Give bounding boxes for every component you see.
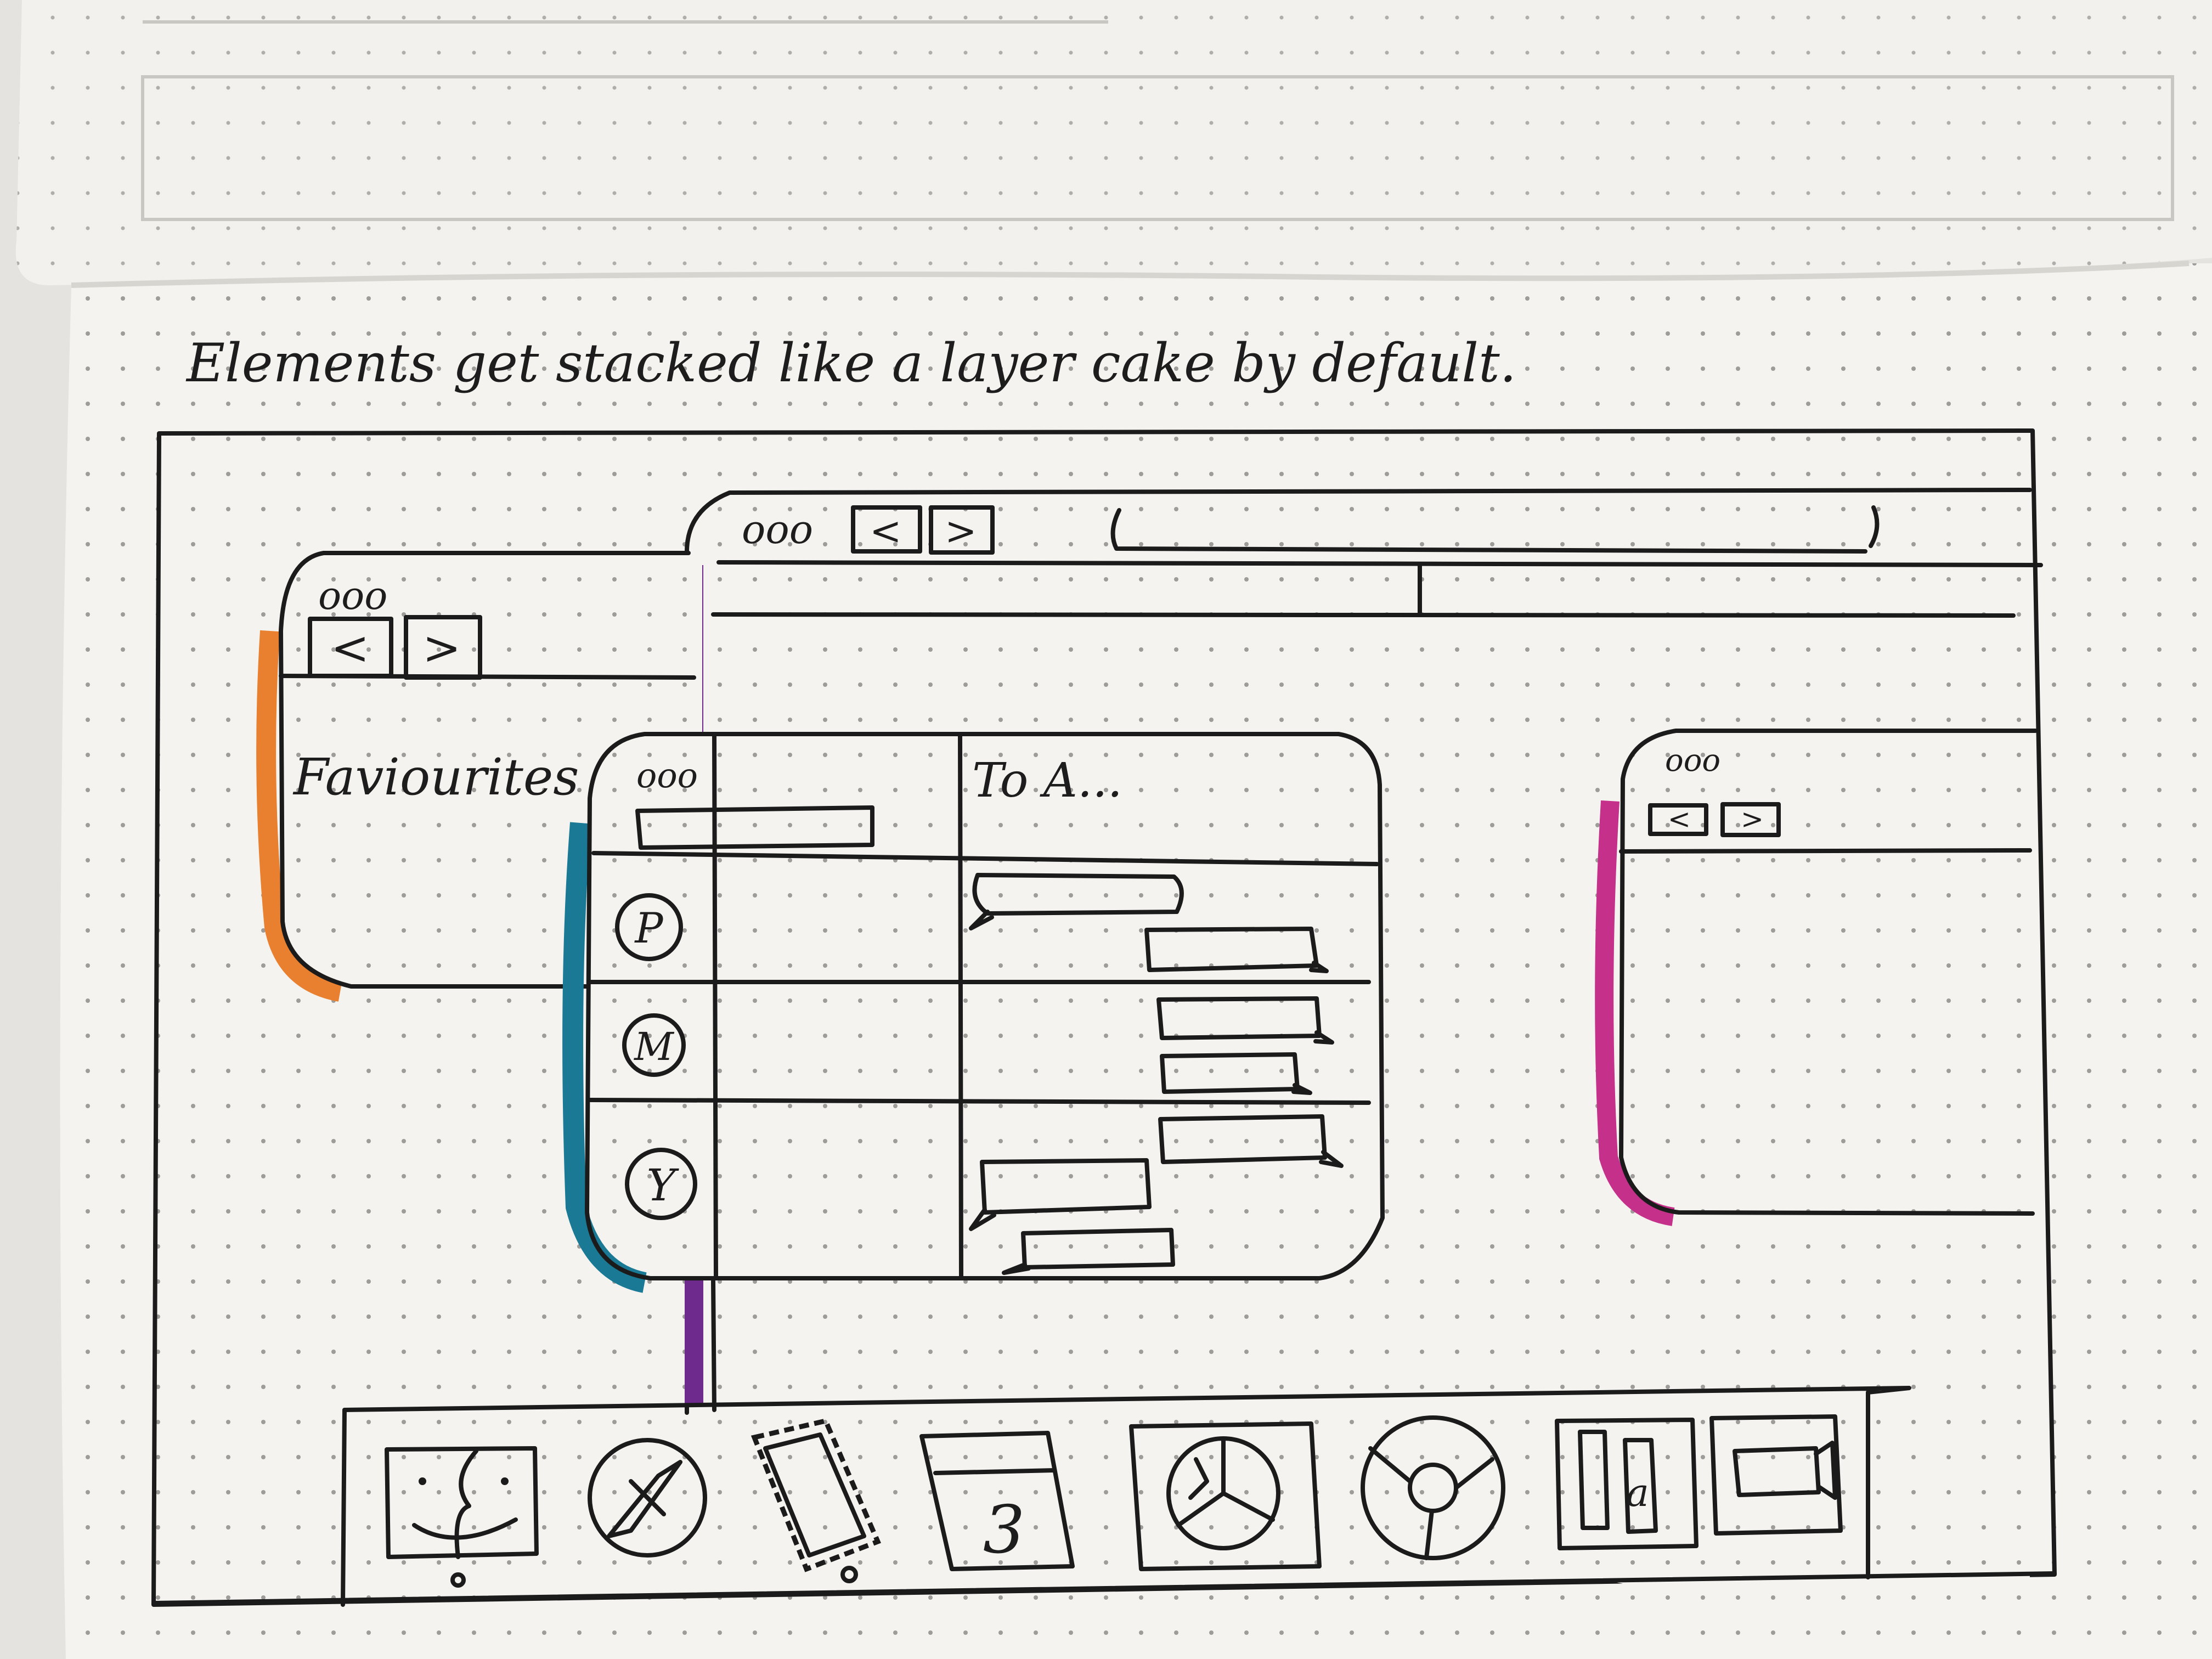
photo-booth-icon[interactable] [1129, 1421, 1322, 1571]
svg-text:<: < [870, 509, 902, 554]
orange-stripe [256, 630, 342, 1002]
stamp-icon[interactable] [751, 1418, 881, 1583]
search-input[interactable] [635, 805, 874, 850]
svg-text:P: P [634, 904, 664, 952]
indesign-icon[interactable]: a [1555, 1418, 1699, 1550]
address-bar[interactable] [1110, 505, 1880, 554]
avatar [615, 893, 683, 961]
previous-page [15, 0, 2212, 285]
contact-row[interactable]: P [615, 893, 683, 961]
forward-button[interactable] [929, 505, 995, 555]
svg-text:>: > [422, 621, 461, 675]
facetime-icon[interactable] [1709, 1414, 1843, 1536]
forward-button[interactable] [1720, 802, 1781, 837]
dock: 3 a [341, 1386, 1911, 1607]
chrome-icon[interactable] [1361, 1415, 1505, 1560]
teal-stripe [562, 822, 647, 1293]
traffic-lights[interactable]: ooo [636, 755, 698, 795]
messages-window[interactable]: ooo To A... P M Y [562, 732, 1385, 1293]
forward-button[interactable] [404, 615, 482, 680]
svg-text:Y: Y [647, 1160, 680, 1211]
svg-text:>: > [1741, 803, 1764, 835]
traffic-lights[interactable]: ooo [318, 573, 387, 618]
calendar-icon[interactable]: 3 [919, 1431, 1075, 1571]
magenta-stripe [1595, 800, 1675, 1226]
svg-text:<: < [1668, 803, 1691, 835]
svg-text:>: > [945, 509, 977, 554]
right-window[interactable]: ooo < > [1595, 729, 2038, 1226]
to-field[interactable]: To A... [972, 753, 1122, 808]
svg-text:3: 3 [983, 1492, 1025, 1568]
contact-row[interactable]: Y [625, 1148, 697, 1220]
caption: Elements get stacked like a layer cake b… [185, 332, 1516, 394]
finder-icon[interactable] [385, 1446, 539, 1588]
contact-row[interactable]: M [622, 1013, 686, 1077]
compass-icon[interactable] [588, 1438, 707, 1558]
svg-text:a: a [1626, 1470, 1649, 1515]
back-button[interactable] [1648, 803, 1708, 836]
back-button[interactable] [308, 617, 393, 678]
traffic-lights[interactable]: ooo [1665, 743, 1720, 778]
screen-bottom-edge [153, 1571, 2057, 1605]
avatar [622, 1013, 686, 1077]
svg-text:<: < [331, 621, 369, 675]
back-button[interactable] [851, 505, 922, 554]
traffic-lights[interactable]: ooo [742, 506, 813, 552]
sidebar-heading: Faviourites [292, 748, 579, 806]
avatar [625, 1148, 697, 1220]
chat-bubbles [969, 873, 1344, 1275]
svg-text:M: M [633, 1024, 675, 1069]
